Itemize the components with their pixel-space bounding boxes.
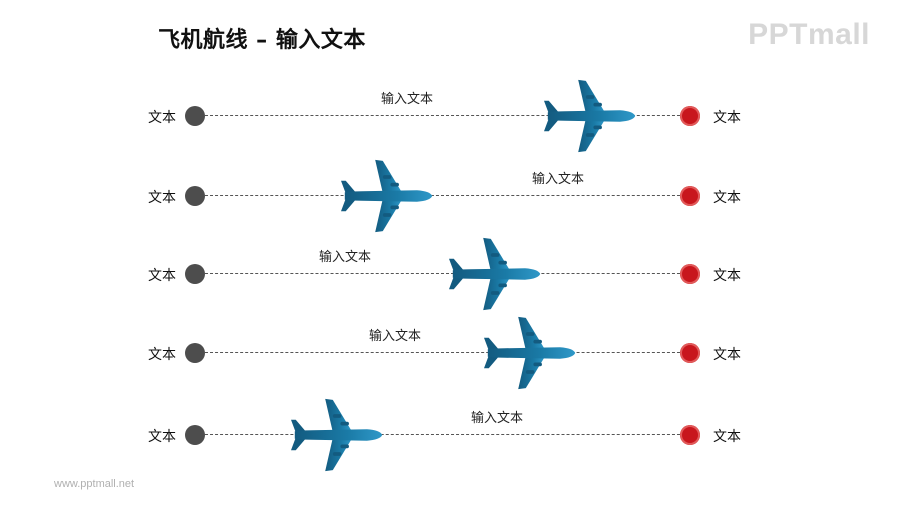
route-row: 文本 输入文本 文本 xyxy=(0,237,900,311)
destination-dot xyxy=(680,425,700,445)
route-text-label: 输入文本 xyxy=(318,250,372,265)
page-title: 飞机航线 – 输入文本 xyxy=(158,28,366,53)
origin-label: 文本 xyxy=(148,110,176,126)
airplane-icon xyxy=(340,159,432,233)
airplane-icon xyxy=(291,398,383,472)
route-text-label: 输入文本 xyxy=(368,329,422,344)
route-row: 文本 输入文本 文本 xyxy=(0,316,900,390)
route-row: 文本 输入文本 文本 xyxy=(0,398,900,472)
airplane-icon xyxy=(449,237,541,311)
route-row: 文本 输入文本 文本 xyxy=(0,79,900,153)
origin-dot xyxy=(185,343,205,363)
route-row: 文本 输入文本 文本 xyxy=(0,159,900,233)
destination-label: 文本 xyxy=(713,347,741,363)
route-line xyxy=(205,434,685,435)
route-text-label: 输入文本 xyxy=(470,411,524,426)
route-line xyxy=(205,195,685,196)
destination-label: 文本 xyxy=(713,429,741,445)
route-text-label: 输入文本 xyxy=(380,92,434,107)
destination-dot xyxy=(680,343,700,363)
airplane-icon xyxy=(543,79,635,153)
destination-dot xyxy=(680,264,700,284)
route-text-label: 输入文本 xyxy=(531,172,585,187)
origin-dot xyxy=(185,106,205,126)
footer-url: www.pptmall.net xyxy=(54,478,135,490)
airplane-icon xyxy=(484,316,576,390)
route-line xyxy=(205,115,685,116)
origin-label: 文本 xyxy=(148,429,176,445)
destination-label: 文本 xyxy=(713,190,741,206)
origin-dot xyxy=(185,425,205,445)
destination-label: 文本 xyxy=(713,110,741,126)
origin-label: 文本 xyxy=(148,268,176,284)
origin-label: 文本 xyxy=(148,190,176,206)
route-line xyxy=(205,352,685,353)
route-line xyxy=(205,273,685,274)
destination-label: 文本 xyxy=(713,268,741,284)
origin-label: 文本 xyxy=(148,347,176,363)
origin-dot xyxy=(185,186,205,206)
destination-dot xyxy=(680,186,700,206)
origin-dot xyxy=(185,264,205,284)
brand-logo: PPTmall xyxy=(748,18,870,51)
destination-dot xyxy=(680,106,700,126)
